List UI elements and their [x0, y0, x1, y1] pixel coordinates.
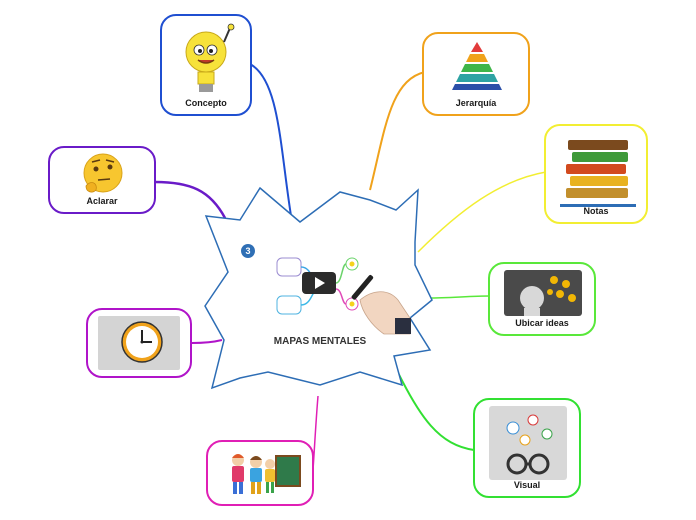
node-ninos[interactable]	[206, 440, 314, 506]
node-visual[interactable]: Visual	[473, 398, 581, 498]
link-visual	[391, 359, 475, 451]
clock-icon	[121, 321, 163, 363]
glasses-ideas-icon	[489, 406, 567, 480]
node-concepto[interactable]: Concepto	[160, 14, 252, 116]
thinking-head-icon	[504, 270, 582, 316]
node-label: Visual	[513, 480, 541, 490]
node-reloj[interactable]	[86, 308, 192, 378]
node-jerarquia[interactable]: Jerarquía	[422, 32, 530, 116]
link-reloj	[191, 339, 223, 344]
node-label: Ubicar ideas	[515, 318, 569, 328]
center-title: MAPAS MENTALES	[273, 336, 367, 347]
step-badge: 3	[241, 244, 255, 258]
link-notas	[417, 171, 547, 253]
children-blackboard-icon	[232, 454, 301, 494]
link-jerarquia	[369, 71, 426, 191]
thinking-emoji-icon	[83, 153, 123, 193]
node-label: Aclarar	[86, 196, 118, 206]
node-label: Concepto	[185, 98, 227, 108]
link-ubicar-ideas	[427, 295, 491, 299]
pyramid-icon	[452, 42, 502, 90]
node-aclarar[interactable]: Aclarar	[48, 146, 156, 214]
node-label: Notas	[583, 206, 609, 216]
clock-panel	[98, 316, 180, 370]
link-concepto	[249, 63, 293, 223]
lightbulb-mascot-icon	[185, 23, 235, 92]
node-notas[interactable]: Notas	[544, 124, 648, 224]
link-aclarar	[154, 180, 227, 219]
books-stack-icon	[566, 140, 628, 198]
node-ubicar-ideas[interactable]: Ubicar ideas	[488, 262, 596, 336]
drawing-hand-icon	[351, 275, 411, 335]
node-label: Jerarquía	[455, 98, 497, 108]
books-banner	[560, 204, 636, 207]
play-button[interactable]	[302, 272, 336, 294]
